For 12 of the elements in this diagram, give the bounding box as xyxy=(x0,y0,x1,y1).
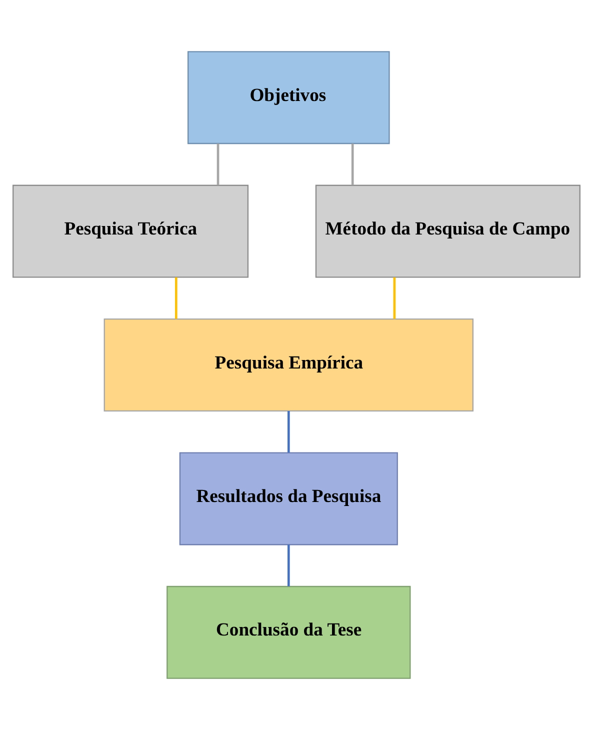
node-box: Método da Pesquisa de Campo xyxy=(315,184,580,278)
node-box: Pesquisa Empírica xyxy=(104,318,474,411)
node-box: Pesquisa Teórica xyxy=(12,184,249,278)
connector xyxy=(175,276,178,318)
node-box: Conclusão da Tese xyxy=(166,585,411,678)
connector xyxy=(393,276,396,318)
connector xyxy=(287,410,290,452)
node-box: Resultados da Pesquisa xyxy=(179,452,398,545)
connector xyxy=(216,143,220,185)
node-box: Objetivos xyxy=(188,50,390,144)
connector xyxy=(351,143,354,185)
connector xyxy=(287,544,290,586)
